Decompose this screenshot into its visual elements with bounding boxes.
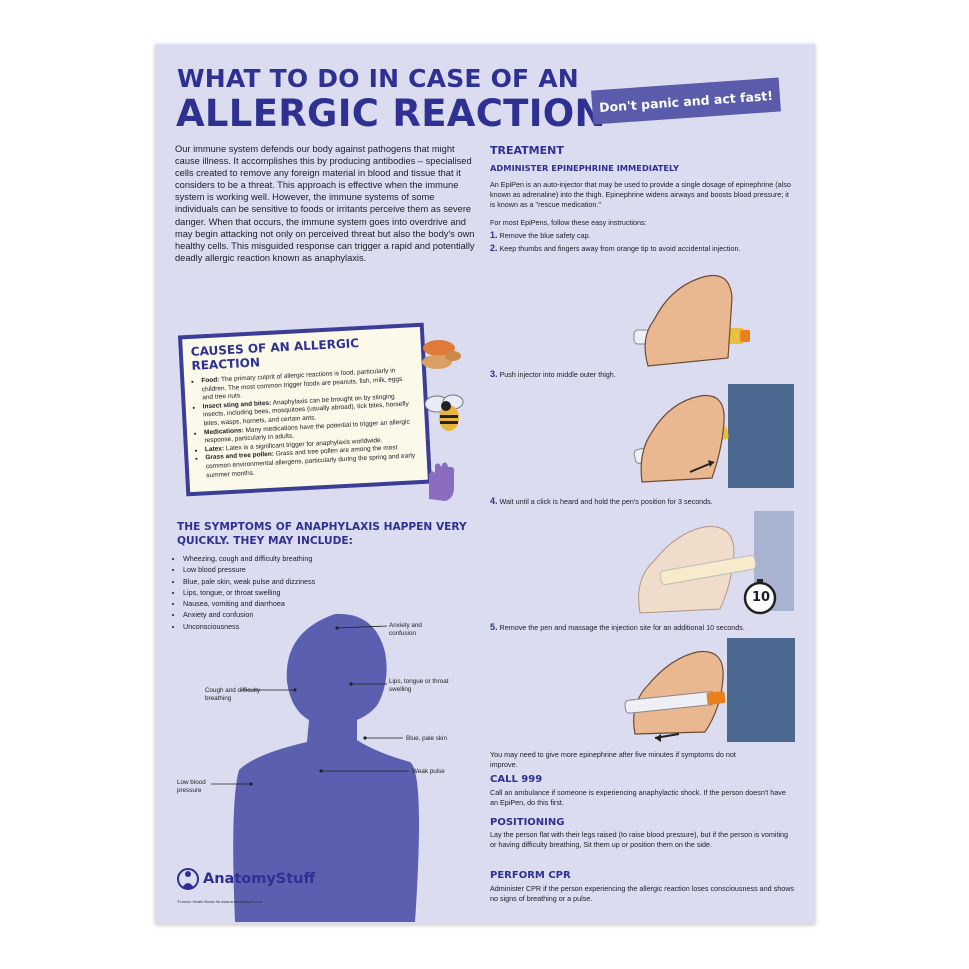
step-3: 3. Push injector into middle outer thigh… <box>490 369 616 379</box>
symptom-item: Unconsciousness <box>183 621 315 632</box>
push-injector-illustration <box>633 384 794 488</box>
tagline-banner: Don't panic and act fast! <box>591 77 781 125</box>
bee-icon <box>424 394 464 431</box>
causes-heading: CAUSES OF AN ALLERGIC REACTION <box>190 336 360 373</box>
poster: WHAT TO DO IN CASE OF AN ALLERGIC REACTI… <box>155 44 815 924</box>
step-text: Push injector into middle outer thigh. <box>499 370 616 379</box>
timer-label: 10 <box>751 590 771 605</box>
step-text: Wait until a click is heard and hold the… <box>499 497 713 506</box>
symptom-item: Anxiety and confusion <box>183 609 315 620</box>
hold-pen-illustration <box>638 511 794 615</box>
copyright: ©Lemon Health Books ltd www.anatomystuff… <box>177 900 263 904</box>
symptom-item: Nausea, vomiting and diarrhoea <box>183 598 315 609</box>
cause-term: Food: <box>201 376 220 385</box>
symptom-item: Lips, tongue, or throat swelling <box>183 587 315 598</box>
step-2: 2. Keep thumbs and fingers away from ora… <box>490 243 740 253</box>
positioning-heading: POSITIONING <box>490 817 565 828</box>
label-lips: Lips, tongue or throat swelling <box>389 678 449 693</box>
symptom-item: Wheezing, cough and difficulty breathing <box>183 553 315 564</box>
call-heading: CALL 999 <box>490 774 543 785</box>
step-number: 5. <box>490 622 498 632</box>
step-1: 1. Remove the blue safety cap. <box>490 230 591 240</box>
cpr-heading: PERFORM CPR <box>490 870 571 881</box>
symptoms-heading: THE SYMPTOMS OF ANAPHYLAXIS HAPPEN VERY … <box>177 521 467 547</box>
anatomy-logo-icon <box>177 868 199 890</box>
cpr-text: Administer CPR if the person experiencin… <box>490 884 795 903</box>
remove-pen-illustration <box>624 638 795 742</box>
step-text: Remove the blue safety cap. <box>499 231 591 240</box>
treatment-subheading: ADMINISTER EPINEPHRINE IMMEDIATELY <box>490 163 680 173</box>
label-weak-pulse: Weak pulse <box>412 768 445 775</box>
treatment-heading: TREATMENT <box>490 144 564 157</box>
causes-list: Food: The primary culprit of allergic re… <box>192 366 419 481</box>
symptoms-list: Wheezing, cough and difficulty breathing… <box>173 553 315 632</box>
step-number: 3. <box>490 369 498 379</box>
instructions-intro: For most EpiPens, follow these easy inst… <box>490 218 647 227</box>
step-text: Remove the pen and massage the injection… <box>499 623 745 632</box>
logo-text: AnatomyStuff <box>203 871 316 887</box>
step-number: 4. <box>490 496 498 506</box>
body-silhouette <box>233 613 419 922</box>
positioning-text: Lay the person flat with their legs rais… <box>490 830 789 849</box>
symptom-item: Blue, pale skin, weak pulse and dizzines… <box>183 576 315 587</box>
label-anxiety: Anxiety and confusion <box>389 622 422 637</box>
logo: AnatomyStuff <box>177 866 315 892</box>
cause-term: Medications: <box>203 426 244 436</box>
tagline-text: Don't panic and act fast! <box>598 87 774 115</box>
call-text: Call an ambulance if someone is experien… <box>490 788 786 807</box>
label-cough: Cough and difficulty breathing <box>205 687 261 702</box>
glove-icon <box>429 462 455 501</box>
cause-term: Latex: <box>204 445 225 454</box>
label-blue-skin: Blue, pale skin <box>406 735 447 742</box>
step-4: 4. Wait until a click is heard and hold … <box>490 496 713 506</box>
after-note: You may need to give more epinephrine af… <box>490 750 736 769</box>
label-low-bp: Low blood pressure <box>177 779 206 794</box>
step-text: Keep thumbs and fingers away from orange… <box>499 244 741 253</box>
epipen-grip-illustration <box>633 274 750 367</box>
title-line-1: WHAT TO DO IN CASE OF AN <box>177 64 579 93</box>
step-number: 1. <box>490 230 498 240</box>
peanut-icon <box>422 340 461 369</box>
causes-box: CAUSES OF AN ALLERGIC REACTION Food: The… <box>177 322 433 497</box>
body-label-lines <box>211 625 409 786</box>
step-number: 2. <box>490 243 498 253</box>
title-line-2: ALLERGIC REACTION <box>176 92 606 135</box>
step-5: 5. Remove the pen and massage the inject… <box>490 622 745 632</box>
treatment-intro: An EpiPen is an auto-injector that may b… <box>490 180 791 209</box>
intro-paragraph: Our immune system defends our body again… <box>175 144 475 263</box>
symptom-item: Low blood pressure <box>183 564 315 575</box>
